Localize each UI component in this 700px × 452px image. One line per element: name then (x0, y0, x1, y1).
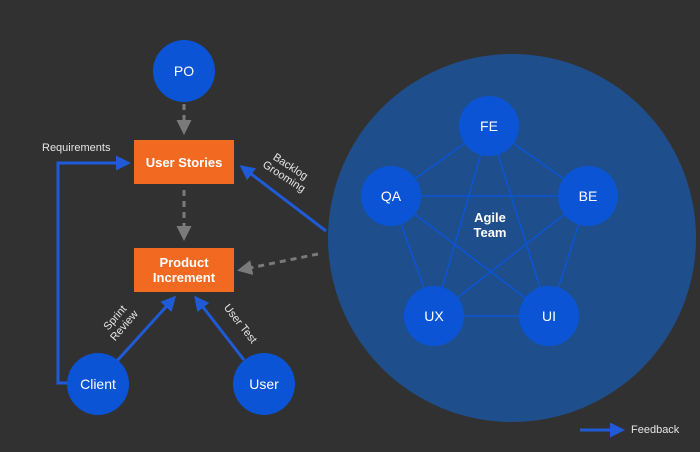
product-increment-box (134, 248, 234, 292)
connection-be-ux (433, 195, 589, 317)
connection-qa-ui (390, 195, 550, 317)
team-label-qa: QA (380, 188, 402, 204)
feedback-arrows (56, 155, 625, 438)
team-node-ux (404, 286, 464, 346)
po-label: PO (173, 63, 195, 79)
arrow-sprint-review (114, 295, 177, 364)
po-node (153, 40, 215, 102)
product-increment-label: Product Increment (152, 255, 216, 285)
user-node (233, 353, 295, 415)
team-node-be (558, 166, 618, 226)
user-stories-label: User Stories (145, 155, 223, 170)
arrow-team-to-increment (237, 252, 319, 275)
legend-feedback-label: Feedback (631, 424, 680, 436)
team-label-be: BE (578, 188, 598, 204)
requirements-label: Requirements (42, 142, 111, 154)
team-node-ui (519, 286, 579, 346)
arrow-backlog-grooming (239, 165, 327, 233)
agile-team-label: Agile Team (473, 210, 507, 240)
connection-fe-ui (488, 125, 550, 317)
flow-arrows (176, 104, 319, 275)
client-label: Client (80, 376, 116, 392)
arrow-requirements (56, 155, 131, 385)
team-label-ui: UI (542, 308, 556, 324)
client-node (67, 353, 129, 415)
team-node-qa (361, 166, 421, 226)
team-node-fe (459, 96, 519, 156)
connection-fe-ux (433, 125, 490, 317)
team-label-ux: UX (424, 308, 444, 324)
arrow-user-test (194, 295, 246, 361)
team-label-fe: FE (480, 118, 498, 134)
user-label: User (249, 376, 279, 392)
user-stories-box (134, 140, 234, 184)
